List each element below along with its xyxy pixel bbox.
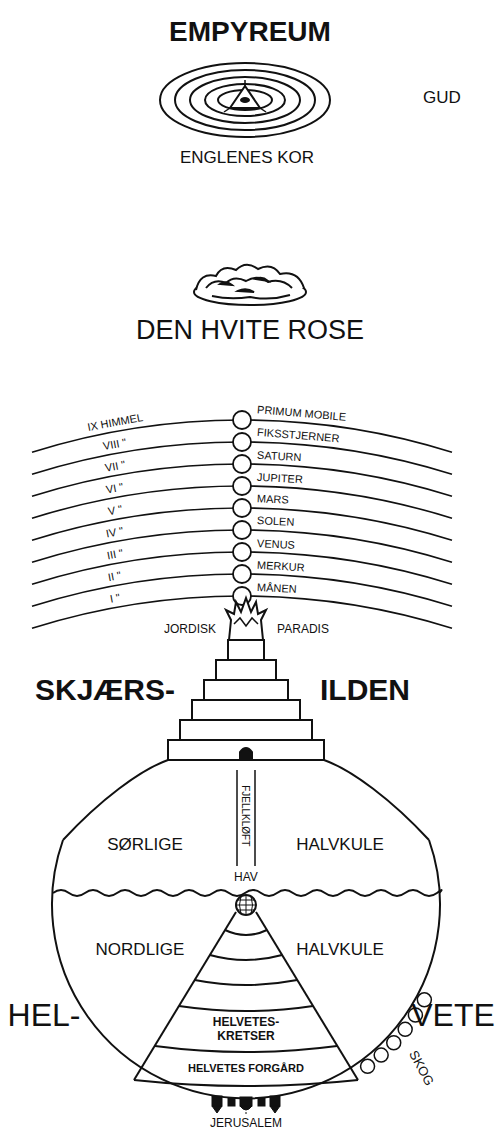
sphere-number: VII " bbox=[104, 459, 126, 475]
sphere-number: IX HIMMEL bbox=[86, 411, 144, 434]
hell-band: HELVETES-KRETSER bbox=[155, 1012, 337, 1052]
earth-globe: SØRLIGE HALVKULE NORDLIGE HALVKULE HELVETES-… bbox=[52, 711, 440, 1099]
band-label: HELVETES-KRETSER bbox=[200, 1016, 292, 1044]
purgatory-terraces bbox=[168, 640, 324, 760]
terrace bbox=[216, 660, 276, 680]
planet-circle bbox=[233, 543, 251, 561]
earthly-paradise-tree bbox=[226, 598, 266, 640]
god-label: GUD bbox=[423, 88, 461, 108]
hell-rings bbox=[179, 930, 313, 1011]
node-border bbox=[134, 1080, 358, 1086]
planet-circle bbox=[233, 455, 251, 473]
hell-label: VETE bbox=[411, 997, 495, 1034]
god-triangle bbox=[224, 80, 266, 112]
sphere-name: MERKUR bbox=[257, 558, 305, 573]
hell-cone bbox=[134, 912, 358, 1080]
band-label: HELVETES FORGÅRD bbox=[188, 1062, 304, 1075]
lucifer-ball bbox=[236, 895, 256, 915]
node-border bbox=[52, 840, 440, 1098]
sphere-number: II " bbox=[107, 569, 122, 584]
planet-circle bbox=[233, 499, 251, 517]
sea-label: HAV bbox=[234, 871, 258, 885]
choir-label: ENGLENES KOR bbox=[180, 148, 314, 168]
sphere-name: MARS bbox=[257, 493, 289, 507]
node-border bbox=[155, 1046, 337, 1052]
forest-label: SKOG bbox=[406, 1048, 437, 1088]
planet-circle bbox=[233, 477, 251, 495]
cleft-label: FJELLKLØFT bbox=[240, 785, 252, 846]
sphere-name: VENUS bbox=[257, 537, 295, 551]
planet-circle bbox=[233, 521, 251, 539]
sphere-number: I " bbox=[109, 591, 121, 605]
mountain-cleft bbox=[237, 770, 255, 866]
sphere-number: III " bbox=[106, 547, 124, 562]
hemisphere-label: NORDLIGE bbox=[96, 940, 185, 960]
hell-ring bbox=[179, 1006, 313, 1011]
terrace bbox=[204, 680, 288, 700]
hemisphere-label: HALVKULE bbox=[296, 835, 384, 855]
hell-ring bbox=[210, 955, 282, 960]
sphere-number: V " bbox=[107, 503, 123, 518]
sphere-name: JUPITER bbox=[257, 470, 303, 485]
planet-circle bbox=[233, 411, 251, 429]
white-rose bbox=[194, 265, 306, 305]
paradise-label: JORDISK bbox=[164, 623, 216, 637]
sphere-name: MÅNEN bbox=[257, 581, 297, 596]
paradise-label: PARADIS bbox=[277, 623, 329, 637]
terrace bbox=[192, 700, 300, 720]
terrace bbox=[180, 720, 312, 740]
tree bbox=[361, 1059, 375, 1073]
terrace bbox=[228, 640, 264, 660]
sphere-name: SOLEN bbox=[257, 515, 295, 529]
hell-ring bbox=[195, 980, 298, 985]
purgatory-label: ILDEN bbox=[320, 673, 410, 708]
heaven-spheres bbox=[32, 411, 452, 628]
sphere-number: IV " bbox=[105, 525, 124, 541]
hemisphere-label: SØRLIGE bbox=[107, 835, 183, 855]
sphere-name: SATURN bbox=[257, 448, 302, 463]
hemisphere-label: HALVKULE bbox=[296, 940, 384, 960]
hell-ring bbox=[225, 930, 267, 935]
tree bbox=[398, 1022, 412, 1036]
hell-label: HEL- bbox=[8, 997, 81, 1034]
jerusalem-label: JERUSALEM bbox=[210, 1117, 282, 1131]
planet-circle bbox=[233, 565, 251, 583]
terrace bbox=[168, 740, 324, 760]
purgatory-label: SKJÆRS- bbox=[35, 673, 175, 708]
sphere-number: VI " bbox=[105, 481, 124, 497]
planet-circle bbox=[233, 433, 251, 451]
sphere-number: VIII " bbox=[102, 436, 127, 453]
tree bbox=[374, 1048, 388, 1062]
tree bbox=[387, 1036, 401, 1050]
hell-band: HELVETES FORGÅRD bbox=[134, 1056, 358, 1086]
title-label: EMPYREUM bbox=[169, 16, 331, 48]
rose-label: DEN HVITE ROSE bbox=[136, 315, 364, 346]
empyreum-rings bbox=[160, 63, 330, 137]
